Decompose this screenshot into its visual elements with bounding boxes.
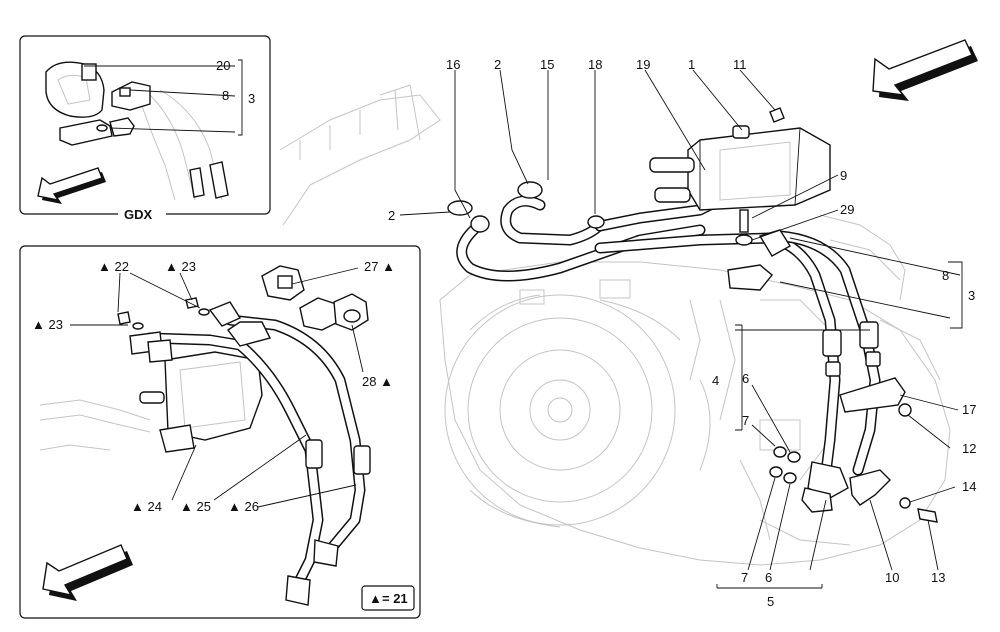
callout-17: 17 [962,402,976,417]
legend-text: = 21 [382,591,408,606]
callout-19: 19 [636,57,650,72]
callout-7-lower: 7 [741,570,748,585]
callout-2-left: 2 [388,208,395,223]
callout-1: 1 [688,57,695,72]
main-callout-labels: 16 2 15 18 19 1 11 2 9 29 8 3 4 6 7 17 1… [388,57,976,609]
callout-3: 3 [968,288,975,303]
legend-symbol: ▲ [369,591,382,606]
inset-callout-8: 8 [222,88,229,103]
inset-callout-3: 3 [248,91,255,106]
inset-callout-20: 20 [216,58,230,73]
callout-2-top: 2 [494,57,501,72]
inset-callout-24: ▲ 24 [131,499,162,514]
direction-arrow-icon [42,544,133,601]
main-leader-lines [399,69,963,589]
callout-6-upper: 6 [742,371,749,386]
callout-7-upper: 7 [742,413,749,428]
inset-gdx-title: GDX [124,207,153,222]
inset-callout-22: ▲ 22 [98,259,129,274]
legend-box [361,585,415,611]
inset-callout-26: ▲ 26 [228,499,259,514]
callout-15: 15 [540,57,554,72]
callout-4: 4 [712,373,719,388]
direction-arrow-icon [37,167,106,204]
inset-callout-28: 28 ▲ [362,374,393,389]
callout-10: 10 [885,570,899,585]
callout-18: 18 [588,57,602,72]
callout-14: 14 [962,479,976,494]
transmission-ghost-outline [279,84,951,566]
callout-13: 13 [931,570,945,585]
callout-11: 11 [733,57,747,72]
inset-callout-23-top: ▲ 23 [165,259,196,274]
direction-arrow-icon [872,39,978,101]
callout-29: 29 [840,202,854,217]
inset-gdx: GDX 20 8 3 [19,35,271,222]
main-assembly [447,107,938,523]
callout-8: 8 [942,268,949,283]
callout-6-lower: 6 [765,570,772,585]
inset-callout-25: ▲ 25 [180,499,211,514]
callout-5: 5 [767,594,774,609]
inset-callout-23-left: ▲ 23 [32,317,63,332]
inset-variant: ▲ 22 ▲ 23 ▲ 23 27 ▲ 28 ▲ ▲ 24 ▲ 25 ▲ 26 … [19,245,421,619]
callout-9: 9 [840,168,847,183]
callout-16: 16 [446,57,460,72]
inset-callout-27: 27 ▲ [364,259,395,274]
callout-12: 12 [962,441,976,456]
